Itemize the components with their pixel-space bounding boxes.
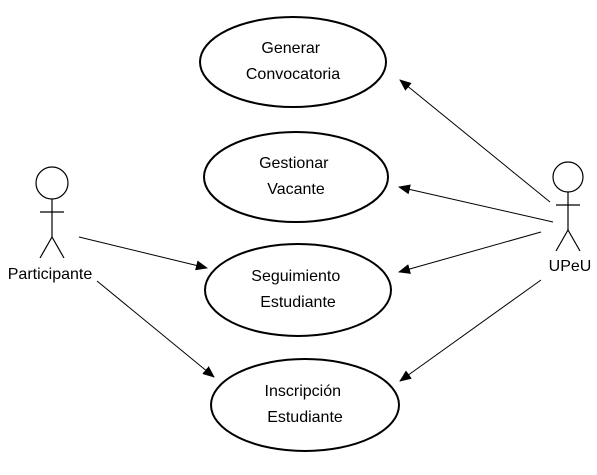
use-case-gestionar-line1: Gestionar — [259, 155, 329, 172]
actor-upeu-label: UPeU — [549, 258, 592, 275]
use-case-gestionar-text: Gestionar Vacante — [259, 155, 333, 198]
arrow-participante-inscripcion — [96, 280, 215, 378]
arrow-upeu-seguimiento — [398, 231, 542, 274]
use-case-seguimiento-estudiante[interactable]: Seguimiento Estudiante — [204, 243, 392, 337]
actor-participante[interactable]: Participante — [8, 166, 93, 283]
use-case-gestionar-line2: Vacante — [267, 181, 325, 198]
arrow-upeu-gestionar — [398, 184, 554, 223]
actor-participante-label: Participante — [8, 266, 93, 283]
use-case-inscripcion-line1: Inscripción — [265, 383, 341, 400]
arrow-upeu-generar — [399, 79, 551, 203]
use-case-seguimiento-ellipse — [204, 243, 392, 337]
use-case-generar-convocatoria[interactable]: Generar Convocatoria — [199, 16, 387, 108]
use-case-seguimiento-line2: Estudiante — [260, 294, 336, 311]
use-case-inscripcion-ellipse — [210, 358, 400, 452]
use-case-gestionar-ellipse — [203, 131, 389, 223]
stick-figure-participante-icon — [35, 166, 69, 259]
use-case-inscripcion-text: Inscripción Estudiante — [265, 383, 346, 426]
use-case-generar-text: Generar Convocatoria — [246, 40, 340, 83]
use-case-generar-ellipse — [199, 16, 387, 108]
use-case-inscripcion-line2: Estudiante — [267, 409, 343, 426]
arrow-participante-seguimiento — [78, 236, 208, 271]
use-case-generar-line1: Generar — [261, 40, 320, 57]
use-case-inscripcion-estudiante[interactable]: Inscripción Estudiante — [210, 358, 400, 452]
use-case-gestionar-vacante[interactable]: Gestionar Vacante — [203, 131, 389, 223]
use-case-generar-line2: Convocatoria — [246, 66, 340, 83]
use-case-seguimiento-text: Seguimiento Estudiante — [251, 268, 344, 311]
stick-figure-upeu-icon — [552, 161, 584, 252]
use-case-seguimiento-line1: Seguimiento — [251, 268, 340, 285]
actor-upeu[interactable]: UPeU — [549, 161, 592, 275]
arrow-upeu-inscripcion — [399, 279, 542, 382]
